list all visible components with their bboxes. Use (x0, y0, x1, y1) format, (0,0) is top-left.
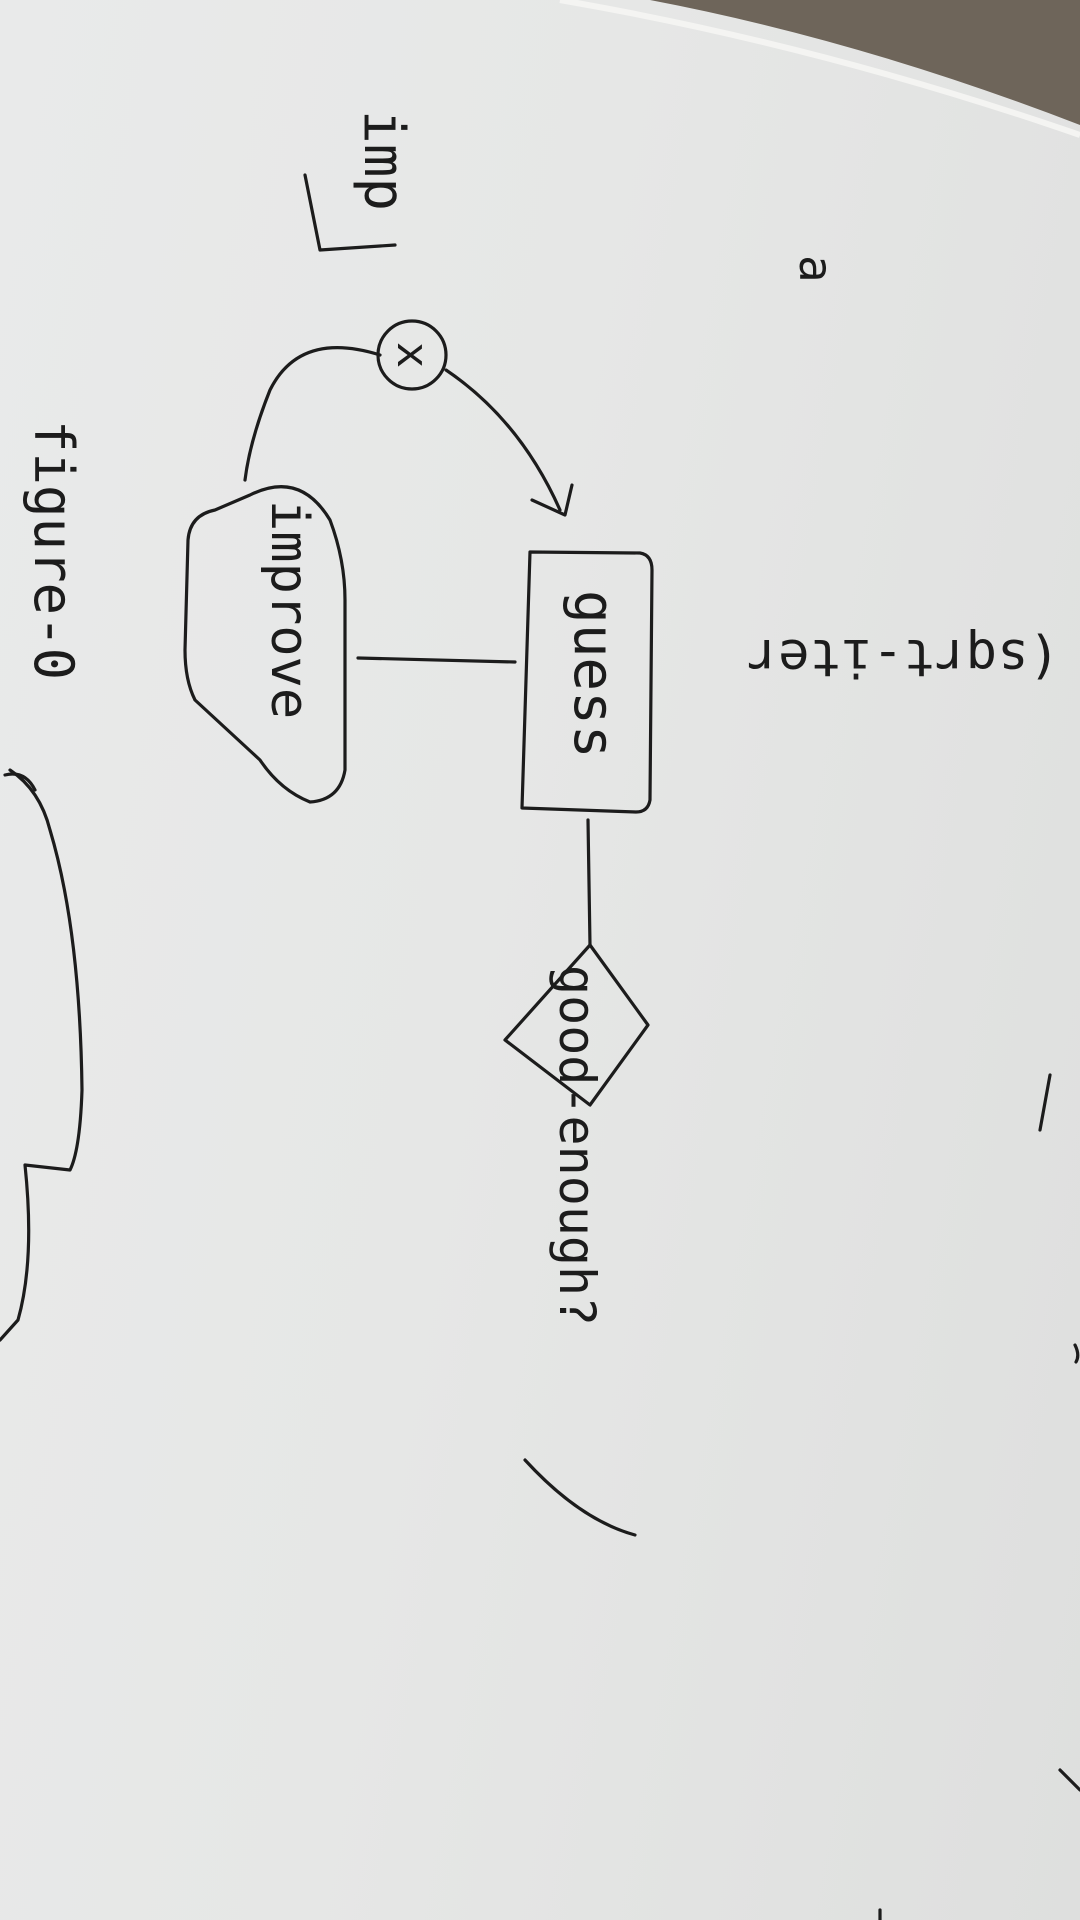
margin-mark: a (789, 255, 843, 283)
arrowhead-icon (530, 483, 574, 517)
edge-mark-2 (1058, 1768, 1080, 1792)
improve-to-input-loop (243, 346, 382, 482)
stray-stroke (523, 1458, 637, 1537)
guess-label: guess (561, 590, 626, 759)
input-label: imp (351, 110, 416, 211)
header-fragment: (sqrt-iter (747, 627, 1060, 687)
guess-improve-connector (356, 656, 517, 664)
improve-label: improve (259, 500, 319, 719)
good-enough-diamond (503, 943, 650, 1107)
edge-mark-1 (1073, 1343, 1080, 1364)
partial-sketch (0, 768, 84, 1342)
header-stroke (1038, 1073, 1052, 1132)
input-node-label: x (387, 342, 438, 369)
figure-caption: figure-0 (22, 420, 85, 680)
input-to-guess-arrow (444, 368, 562, 512)
good-enough-label: good-enough? (548, 965, 606, 1326)
partial-sketch-hook (3, 772, 37, 792)
input-bracket (303, 173, 397, 252)
page-edge (559, 0, 1080, 138)
guess-box (520, 550, 654, 814)
guess-test-connector (586, 818, 592, 947)
desk-corner (650, 0, 1080, 125)
improve-node (183, 485, 347, 804)
